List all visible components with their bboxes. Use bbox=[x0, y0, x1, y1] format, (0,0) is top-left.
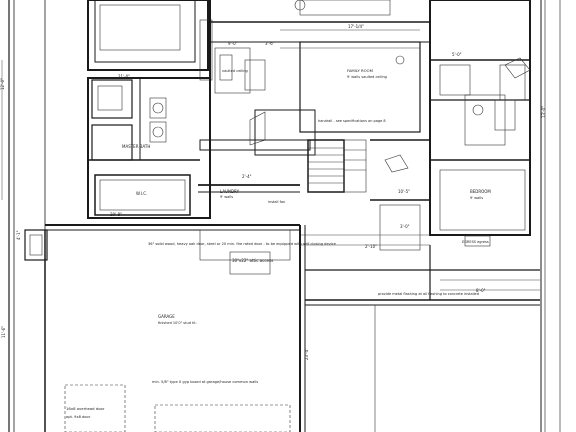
dim-p: 23'-4" bbox=[304, 348, 309, 360]
dim-d: 21'-0" bbox=[118, 74, 130, 79]
dim-g: 10'-5" bbox=[398, 189, 410, 194]
dim-n: 3'-0" bbox=[400, 224, 410, 229]
dim-o: 2'-10" bbox=[365, 244, 377, 249]
label-stair-note: handrail - see specifications on page 8 bbox=[318, 119, 386, 123]
dim-e: 12'-0" bbox=[0, 78, 5, 90]
master-suite bbox=[87, 0, 213, 219]
label-gypsum: min. 5/8" type X gyp board at garage/hou… bbox=[152, 380, 258, 384]
label-kitchen-note: vaulted ceiling bbox=[222, 69, 248, 73]
dim-m: 20'-8" bbox=[110, 212, 122, 217]
label-door-note: 36" solid wood, heavy oak door, steel or… bbox=[148, 242, 337, 246]
label-laundry: LAUNDRY bbox=[220, 189, 240, 194]
label-wic: W.I.C. bbox=[136, 191, 147, 196]
label-garage-note: finished 10'0" stud ht. bbox=[158, 321, 197, 325]
dim-h: 2'-4" bbox=[242, 174, 252, 179]
family-room bbox=[280, 29, 421, 133]
label-attic: 30"x22" attic access bbox=[232, 258, 273, 263]
dim-f: 5'-0" bbox=[452, 52, 462, 57]
label-family-room: FAMILY ROOM bbox=[347, 68, 373, 73]
dim-a: 17'-1/4" bbox=[348, 24, 364, 29]
label-egress: EGRESS egress bbox=[462, 240, 489, 244]
label-bedroom: BEDROOM bbox=[470, 189, 491, 194]
garage bbox=[24, 224, 306, 432]
bedroom-wing bbox=[429, 0, 531, 247]
dim-c: 3'-6" bbox=[265, 41, 275, 46]
label-laundry-fan: install fan bbox=[268, 200, 285, 204]
dim-b: 9'-0" bbox=[228, 41, 238, 46]
label-overhead-door: 16x8 overhead door bbox=[66, 406, 105, 411]
label-master-bath: MASTER BATH bbox=[122, 144, 150, 149]
dim-l: 13'-0" bbox=[541, 106, 546, 118]
hallway bbox=[300, 139, 430, 251]
dimension-labels: 17'-1/4" 9'-0" 3'-6" 21'-0" 12'-0" 5'-0"… bbox=[0, 24, 546, 360]
label-family-note: 9' walls vaulted ceiling bbox=[347, 75, 387, 79]
label-garage: GARAGE bbox=[158, 314, 175, 319]
label-bedroom-note: 9' walls bbox=[470, 196, 483, 200]
dim-j: 4'-1" bbox=[16, 230, 21, 240]
label-door-spec: opt. 9x8 door bbox=[66, 415, 91, 419]
left-border-lines bbox=[1, 0, 46, 432]
label-bottom-right-note: provide metal flashing at all flashing t… bbox=[378, 292, 479, 296]
plan-labels: FAMILY ROOM 9' walls vaulted ceiling vau… bbox=[66, 68, 491, 419]
right-border-lines bbox=[540, 0, 561, 432]
dim-i: 8'-0" bbox=[476, 288, 486, 293]
dim-k: 11'-6" bbox=[1, 326, 6, 338]
label-laundry-note: 9' walls bbox=[220, 195, 233, 199]
lower-right-area bbox=[305, 245, 540, 432]
stairs bbox=[307, 139, 367, 193]
